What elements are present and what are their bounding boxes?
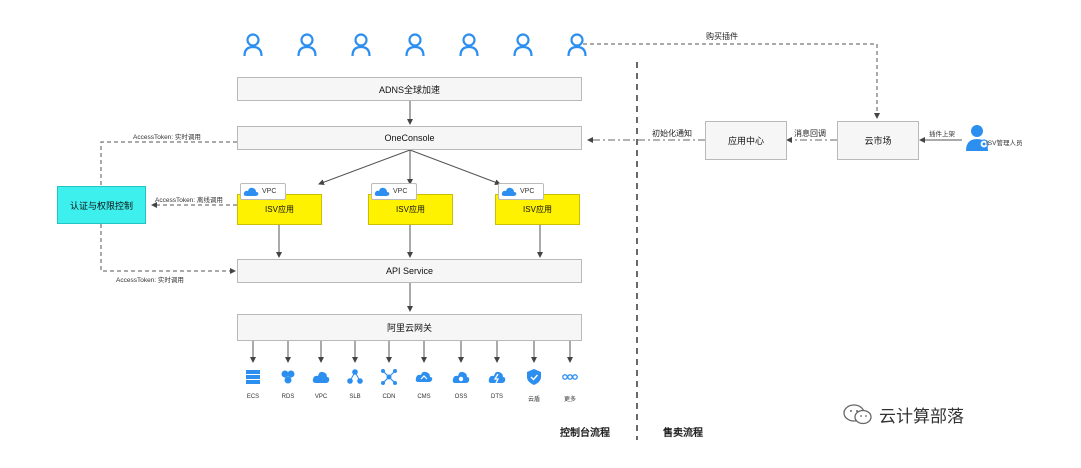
auth-box: 认证与权限控制: [57, 186, 146, 224]
more-icon: [562, 374, 578, 380]
ecs-icon: [246, 370, 260, 384]
service-dts: DTS: [479, 368, 515, 400]
service-cdn: CDN: [371, 368, 407, 400]
service-name: VPC: [314, 394, 328, 400]
service-shield: 云盾: [516, 368, 552, 403]
user-icon: [567, 33, 587, 62]
cloud-icon: [374, 187, 390, 196]
user-icon: [297, 33, 317, 62]
isv-app-label: ISV应用: [523, 205, 552, 214]
buy-plugin-label: 购买插件: [706, 32, 738, 41]
token-realtime-top-label: AccessToken: 实时调用: [133, 134, 201, 141]
vpc-badge-label: VPC: [262, 188, 277, 195]
market-label: 云市场: [864, 136, 892, 146]
service-name: 云盾: [527, 397, 540, 403]
user-icon: [351, 33, 371, 62]
vpc-badge: VPC: [498, 183, 544, 200]
app-center-label: 应用中心: [727, 136, 764, 146]
token-offline-label: AccessToken: 离线调用: [155, 197, 223, 204]
user-icon: [243, 33, 263, 62]
init-notify-label: 初始化通知: [652, 129, 692, 138]
cdn-icon: [381, 369, 397, 385]
console-flow-label: 控制台流程: [560, 428, 610, 439]
adns-label: ADNS全球加速: [378, 84, 440, 95]
isv-app-label: ISV应用: [265, 205, 294, 214]
user-icon: [513, 33, 533, 62]
cloud-icon: [243, 187, 259, 196]
slb-icon: [347, 369, 363, 384]
app-center-box: 应用中心: [705, 121, 787, 160]
service-name: ECS: [246, 394, 260, 400]
service-name: DTS: [491, 394, 503, 400]
isv-admin-label: ISV管理人员: [986, 140, 1023, 147]
oneconsole-label: OneConsole: [384, 133, 435, 143]
vpc-badge: VPC: [371, 183, 417, 200]
user-icon: [405, 33, 425, 62]
market-box: 云市场: [837, 121, 919, 160]
isv-admin: [966, 124, 990, 157]
oss-icon: [452, 371, 470, 383]
service-vpc: VPC: [303, 368, 339, 400]
token-realtime-bottom-label: AccessToken: 实时调用: [116, 277, 184, 284]
shield-icon: [527, 369, 541, 385]
service-name: SLB: [349, 394, 361, 400]
wechat-icon: [843, 403, 872, 424]
dts-icon: [488, 371, 506, 384]
api-service-label: API Service: [385, 266, 434, 276]
gateway-label: 阿里云网关: [386, 323, 432, 333]
service-name: OSS: [454, 394, 468, 400]
api-service-box: API Service: [237, 259, 582, 283]
service-more: 更多: [552, 368, 588, 403]
isv-app-label: ISV应用: [396, 205, 425, 214]
rds-icon: [281, 370, 295, 384]
plugin-list-label: 插件上架: [929, 131, 955, 138]
watermark: 云计算部落: [843, 402, 964, 427]
service-name: CDN: [382, 394, 396, 400]
gateway-box: 阿里云网关: [237, 314, 582, 341]
cloud-icon: [501, 187, 517, 196]
auth-label: 认证与权限控制: [69, 200, 133, 211]
msg-callback-label: 消息回调: [794, 129, 826, 138]
user-icon: [459, 33, 479, 62]
service-name: CMS: [417, 394, 431, 400]
sales-flow-label: 售卖流程: [663, 428, 703, 439]
vpc-badge-label: VPC: [520, 188, 535, 195]
watermark-text: 云计算部落: [879, 407, 964, 426]
service-name: 更多: [563, 397, 576, 403]
vpc-badge-label: VPC: [393, 188, 408, 195]
cms-icon: [415, 371, 433, 382]
adns-box: ADNS全球加速: [237, 77, 582, 101]
service-cms: CMS: [406, 368, 442, 400]
service-rds: RDS: [270, 368, 306, 400]
service-slb: SLB: [337, 368, 373, 400]
service-oss: OSS: [443, 368, 479, 400]
oneconsole-box: OneConsole: [237, 126, 582, 150]
service-ecs: ECS: [235, 368, 271, 400]
admin-user-icon: [966, 125, 989, 151]
service-name: RDS: [281, 394, 295, 400]
vpc-icon: [312, 371, 330, 383]
vpc-badge: VPC: [240, 183, 286, 200]
